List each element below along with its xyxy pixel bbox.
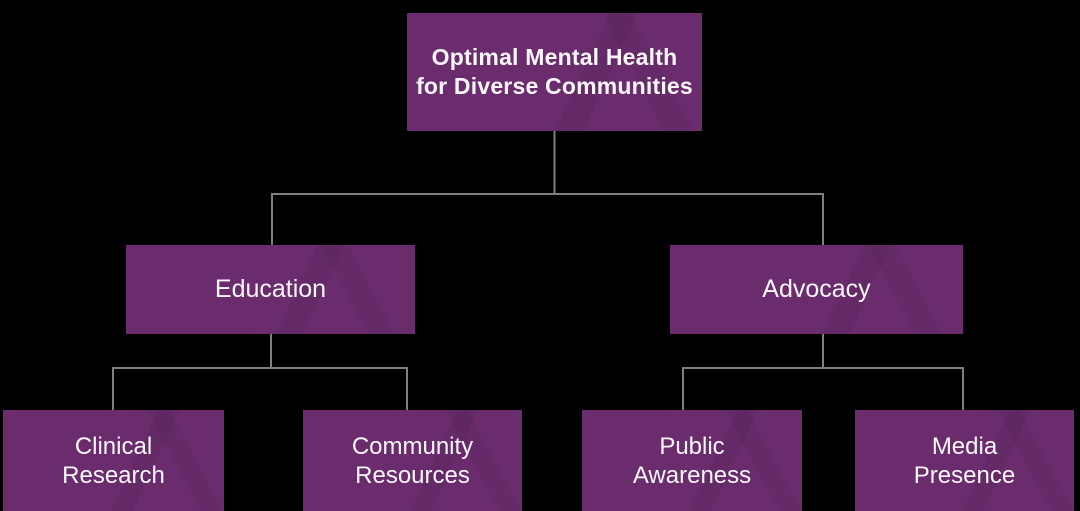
- node-education-label: Education: [214, 275, 327, 303]
- node-media-presence-label-line1: Media: [931, 432, 998, 460]
- node-community-resources: Community Resources: [303, 410, 522, 511]
- node-clinical-research-label-line1: Clinical: [74, 432, 153, 460]
- node-advocacy-label: Advocacy: [762, 275, 871, 303]
- node-community-resources-label-line1: Community: [351, 432, 474, 460]
- node-clinical-research-label-line2: Research: [62, 461, 165, 489]
- node-education: Education: [126, 245, 415, 334]
- node-root-label-line2: for Diverse Communities: [416, 73, 693, 99]
- node-clinical-research: Clinical Research: [3, 410, 224, 511]
- node-advocacy: Advocacy: [670, 245, 963, 334]
- node-public-awareness: Public Awareness: [582, 410, 802, 511]
- node-media-presence-label-line2: Presence: [913, 461, 1016, 489]
- node-public-awareness-label-line1: Public: [659, 432, 725, 460]
- node-media-presence: Media Presence: [855, 410, 1074, 511]
- node-public-awareness-label-line2: Awareness: [632, 461, 752, 489]
- node-root-goal: Optimal Mental Health for Diverse Commun…: [407, 13, 702, 131]
- node-root-label-line1: Optimal Mental Health: [431, 44, 678, 70]
- node-community-resources-label-line2: Resources: [355, 461, 470, 489]
